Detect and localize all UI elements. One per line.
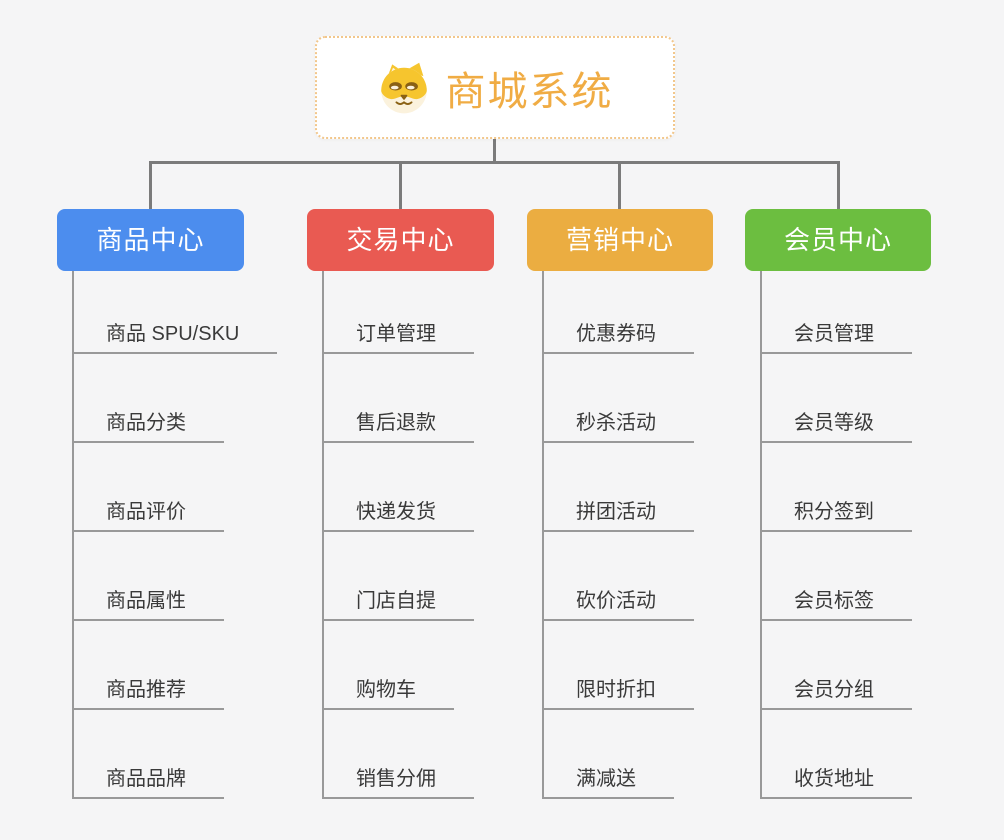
child-node[interactable]: 拼团活动 xyxy=(544,443,694,532)
child-node[interactable]: 商品推荐 xyxy=(74,621,277,710)
child-node[interactable]: 会员标签 xyxy=(762,532,912,621)
child-node[interactable]: 商品 SPU/SKU xyxy=(74,271,278,354)
child-label: 商品 SPU/SKU xyxy=(74,317,278,354)
root-node[interactable]: 商城系统 xyxy=(315,36,675,139)
product-children: 商品 SPU/SKU 商品分类 商品评价 商品属性 商品推荐 商品品牌 xyxy=(72,271,278,799)
child-node[interactable]: 销售分佣 xyxy=(324,710,474,799)
root-title: 商城系统 xyxy=(445,69,614,114)
child-node[interactable]: 售后退款 xyxy=(324,354,474,443)
child-label: 订单管理 xyxy=(324,317,474,354)
branch-member-center[interactable]: 会员中心 xyxy=(745,209,931,271)
child-label: 收货地址 xyxy=(762,762,912,799)
connector-bus xyxy=(149,161,840,164)
child-label: 秒杀活动 xyxy=(544,406,694,443)
marketing-children: 优惠券码 秒杀活动 拼团活动 砍价活动 限时折扣 满减送 xyxy=(542,271,694,799)
child-label: 会员等级 xyxy=(762,406,912,443)
connector-drop-marketing xyxy=(618,161,621,210)
child-label: 拼团活动 xyxy=(544,495,694,532)
trade-children: 订单管理 售后退款 快递发货 门店自提 购物车 销售分佣 xyxy=(322,271,474,799)
member-children: 会员管理 会员等级 积分签到 会员标签 会员分组 收货地址 xyxy=(760,271,912,799)
child-node[interactable]: 会员管理 xyxy=(762,271,912,354)
child-label: 优惠券码 xyxy=(544,317,694,354)
child-label: 商品分类 xyxy=(74,406,224,443)
child-label: 快递发货 xyxy=(324,495,474,532)
child-label: 满减送 xyxy=(544,762,674,799)
shiba-dog-face-icon xyxy=(380,62,427,113)
child-label: 限时折扣 xyxy=(544,673,694,710)
child-node[interactable]: 满减送 xyxy=(544,710,694,799)
child-label: 会员分组 xyxy=(762,673,912,710)
child-node[interactable]: 限时折扣 xyxy=(544,621,694,710)
branch-marketing-center[interactable]: 营销中心 xyxy=(527,209,713,271)
child-node[interactable]: 订单管理 xyxy=(324,271,474,354)
child-label: 销售分佣 xyxy=(324,762,474,799)
child-node[interactable]: 收货地址 xyxy=(762,710,912,799)
connector-drop-member xyxy=(837,161,840,210)
connector-root-drop xyxy=(493,139,496,162)
child-label: 积分签到 xyxy=(762,495,912,532)
connector-drop-product xyxy=(149,161,152,210)
child-label: 砍价活动 xyxy=(544,584,694,621)
child-node[interactable]: 积分签到 xyxy=(762,443,912,532)
child-node[interactable]: 秒杀活动 xyxy=(544,354,694,443)
child-label: 商品评价 xyxy=(74,495,224,532)
branch-product-center[interactable]: 商品中心 xyxy=(57,209,244,271)
child-node[interactable]: 优惠券码 xyxy=(544,271,694,354)
child-node[interactable]: 会员分组 xyxy=(762,621,912,710)
child-label: 购物车 xyxy=(324,673,454,710)
child-node[interactable]: 门店自提 xyxy=(324,532,474,621)
child-node[interactable]: 商品评价 xyxy=(74,443,277,532)
child-node[interactable]: 快递发货 xyxy=(324,443,474,532)
child-node[interactable]: 商品品牌 xyxy=(74,710,277,799)
child-label: 售后退款 xyxy=(324,406,474,443)
branch-trade-center[interactable]: 交易中心 xyxy=(307,209,494,271)
child-node[interactable]: 商品分类 xyxy=(74,354,277,443)
child-label: 商品推荐 xyxy=(74,673,224,710)
child-label: 门店自提 xyxy=(324,584,474,621)
child-label: 商品属性 xyxy=(74,584,224,621)
child-label: 商品品牌 xyxy=(74,762,224,799)
child-label: 会员标签 xyxy=(762,584,912,621)
child-label: 会员管理 xyxy=(762,317,912,354)
child-node[interactable]: 购物车 xyxy=(324,621,474,710)
connector-drop-trade xyxy=(399,161,402,210)
child-node[interactable]: 砍价活动 xyxy=(544,532,694,621)
child-node[interactable]: 会员等级 xyxy=(762,354,912,443)
child-node[interactable]: 商品属性 xyxy=(74,532,277,621)
